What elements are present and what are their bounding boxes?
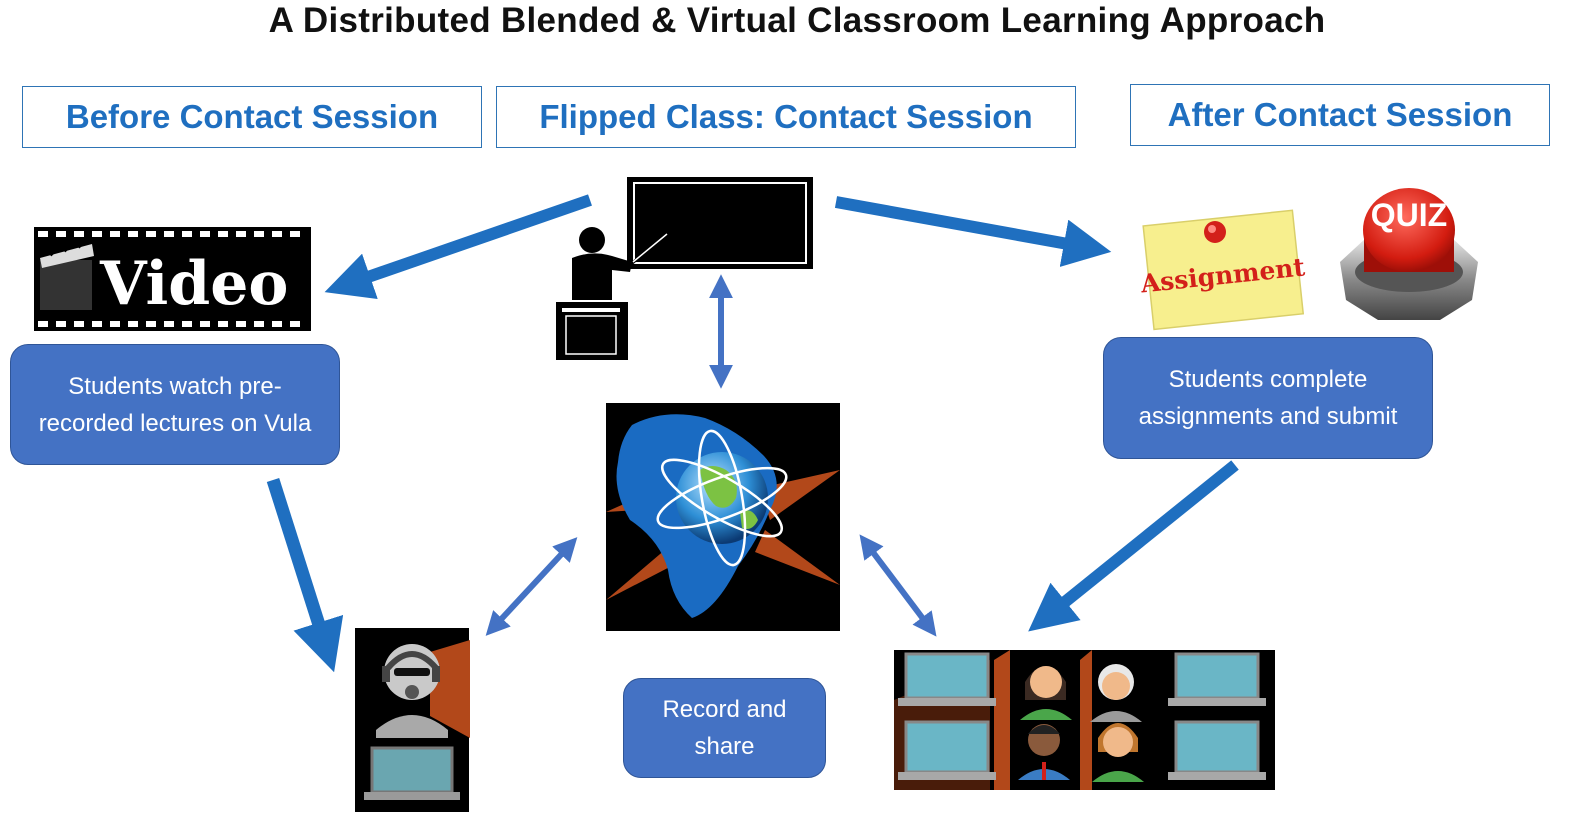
quiz-button-icon: QUIZ (1340, 188, 1478, 320)
note-complete-assignments: Students complete assignments and submit (1103, 337, 1433, 459)
note-record-share: Record and share (623, 678, 826, 778)
arrow-watch-to-student (266, 478, 344, 673)
diagram-title: A Distributed Blended & Virtual Classroo… (268, 1, 1326, 40)
video-icon: Video (34, 227, 311, 331)
person-icon (1020, 666, 1072, 720)
header-before-contact: Before Contact Session (22, 86, 482, 148)
header-flipped-class: Flipped Class: Contact Session (496, 86, 1076, 148)
person-icon (1092, 723, 1144, 782)
teacher-blackboard-icon (556, 177, 813, 360)
laptop-icon (898, 652, 996, 706)
person-icon (1090, 664, 1142, 722)
assignment-note-icon: Assignment (1138, 209, 1307, 331)
globe-africa-icon (606, 403, 840, 631)
quiz-label: QUIZ (1371, 197, 1447, 233)
video-label: Video (99, 249, 288, 319)
arrow-complete-to-group (1028, 460, 1239, 632)
laptop-icon (1168, 720, 1266, 780)
person-icon (1018, 724, 1070, 780)
double-arrow-globe-student (485, 537, 578, 636)
note-watch-lectures: Students watch pre-recorded lectures on … (10, 344, 340, 465)
arrow-teacher-to-assignment (834, 196, 1112, 267)
header-after-contact: After Contact Session (1130, 84, 1550, 146)
laptop-icon (898, 720, 996, 780)
classroom-group-icon (894, 650, 1275, 790)
arrow-teacher-to-video (324, 194, 592, 300)
laptop-icon (1168, 652, 1266, 706)
remote-student-icon (355, 628, 470, 812)
double-arrow-globe-group (859, 534, 937, 637)
